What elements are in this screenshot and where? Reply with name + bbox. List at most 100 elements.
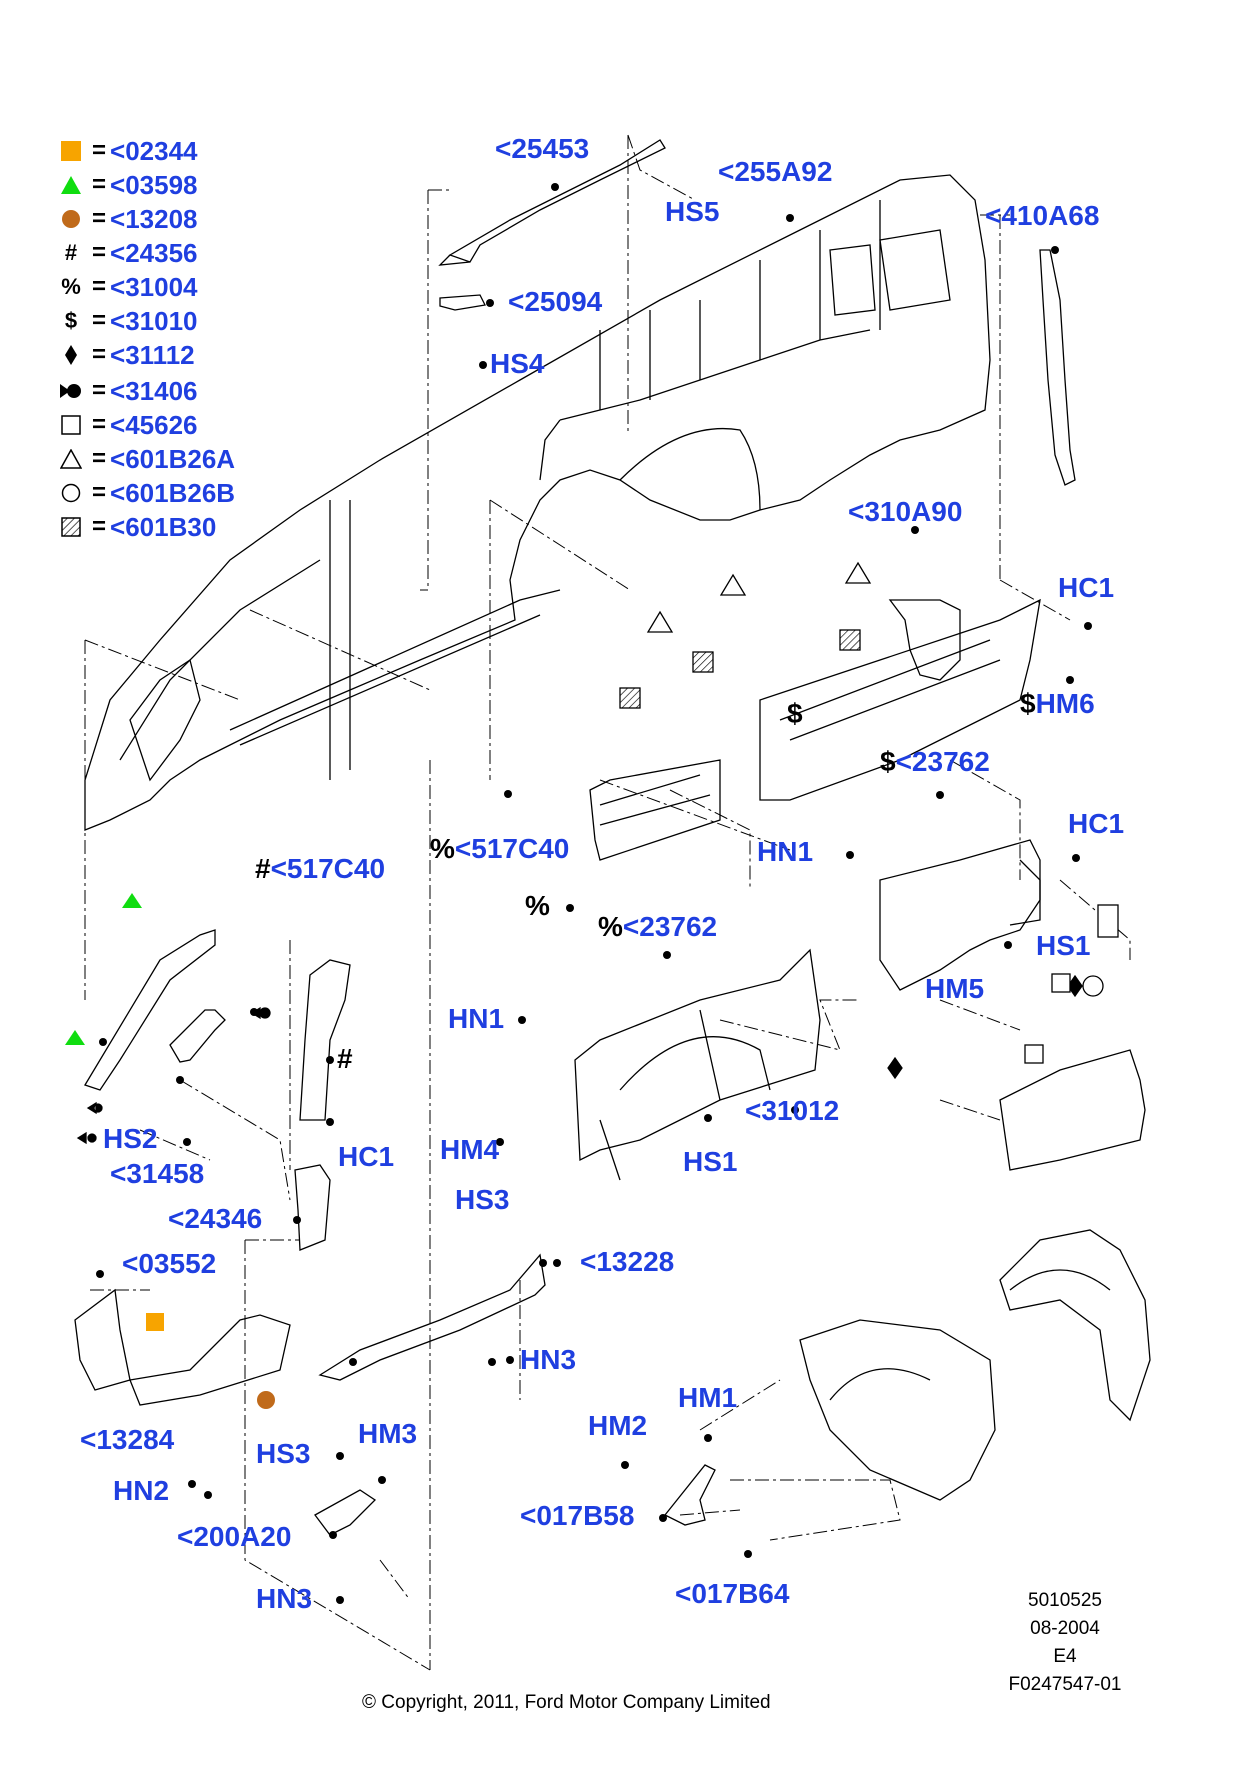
callout-hc1-b[interactable]: HC1 [1068,808,1125,839]
grab-handle [169,1009,226,1063]
legend-row: $ = <31010 [60,306,198,336]
callout-23762-b[interactable]: %<23762 [598,911,718,942]
legend-code: <24356 [110,237,198,268]
legend-code: <45626 [110,409,198,440]
callout-hm2[interactable]: HM2 [588,1410,648,1441]
bracket-25094 [439,294,486,311]
callout-255A92[interactable]: <255A92 [718,156,833,187]
legend-code: <601B30 [110,511,217,542]
legend-row: = <601B30 [60,512,216,542]
callout-13228[interactable]: <13228 [580,1246,675,1277]
callout-03552[interactable]: <03552 [122,1248,217,1279]
step-sill-trim [589,759,721,861]
legend-row: = <31112 [60,340,195,370]
callout-hm3[interactable]: HM3 [358,1418,418,1449]
legend-code: <601B26A [110,443,236,474]
callout-13284[interactable]: <13284 [80,1424,175,1455]
legend-row: = <13208 [60,204,198,234]
stamp-drawing-id: F0247547-01 [1008,1674,1122,1695]
callout-hn2[interactable]: HN2 [113,1475,170,1506]
callout-017B58[interactable]: <017B58 [520,1500,635,1531]
leader-lines [84,134,1131,1671]
open-square-icon [60,414,82,436]
hash-symbol: # [64,240,78,265]
callout-517C40-left[interactable]: #<517C40 [255,853,386,884]
callout-31012[interactable]: <31012 [745,1095,840,1126]
roof-rail-trim [438,139,666,266]
bow-tie-dot-icon [60,380,82,402]
legend-row: = <601B26A [60,444,235,474]
legend-row: = <31406 [60,376,198,406]
callout-410A68[interactable]: <410A68 [985,200,1100,231]
sill-plate-13228 [318,1253,546,1381]
callout-hm5[interactable]: HM5 [925,973,985,1004]
callout-hn3-a[interactable]: HN3 [520,1344,577,1375]
legend-code: <601B26B [110,477,236,508]
bracket-200A20 [314,1489,377,1536]
step-cover-front [129,1314,291,1406]
wheelhouse-inner [799,1229,1151,1501]
callout-24346[interactable]: <24346 [168,1203,263,1234]
stamp-number: 5010525 [1028,1590,1102,1611]
legend-code: <03598 [110,169,198,200]
dollar-mark: $ [787,698,803,729]
green-triangle-icon [60,174,82,196]
fastener-dots [96,183,1092,1604]
rear-trim-panel-lower [999,1049,1146,1171]
legend-code: <13208 [110,203,198,234]
open-circle-icon [60,482,82,504]
b-pillar-lower-24346 [294,1164,331,1251]
legend-row: = <03598 [60,170,198,200]
hatched-square-icon [60,516,82,538]
callout-31458[interactable]: <31458 [110,1158,205,1189]
callout-hm4[interactable]: HM4 [440,1134,500,1165]
open-triangle-icon [60,448,82,470]
b-pillar-trim [299,959,351,1121]
legend-code: <02344 [110,135,198,166]
callout-hm6[interactable]: $HM6 [1020,688,1095,719]
callout-hn1-a[interactable]: HN1 [757,836,814,867]
stamp-revision: E4 [1053,1646,1077,1667]
callout-hs3-a[interactable]: HS3 [455,1184,510,1215]
copyright-text: © Copyright, 2011, Ford Motor Company Li… [362,1692,771,1713]
door-seal-410A68 [1039,249,1076,486]
callout-017B64[interactable]: <017B64 [675,1578,790,1609]
callout-25453[interactable]: <25453 [495,133,590,164]
legend-row: = <02344 [60,136,198,166]
callout-517C40-right[interactable]: %<517C40 [430,833,570,864]
rear-quarter-trim [879,839,1041,991]
dollar-symbol: $ [64,308,78,333]
callout-hs1-a[interactable]: HS1 [1036,930,1091,961]
legend-code: <31010 [110,305,198,336]
scuff-plate-left [74,1288,131,1391]
brown-circle-icon [60,208,82,230]
callout-hs2[interactable]: HS2 [103,1123,158,1154]
callout-hs5[interactable]: HS5 [665,196,720,227]
callout-hn3-b[interactable]: HN3 [256,1583,313,1614]
callout-25094[interactable]: <25094 [508,286,603,317]
legend-code: <31406 [110,375,198,406]
percent-mark: % [525,890,550,921]
callout-200A20[interactable]: <200A20 [177,1521,292,1552]
callout-23762[interactable]: $<23762 [880,746,990,777]
legend-code: <31112 [110,339,195,370]
callout-hn1-b[interactable]: HN1 [448,1003,505,1034]
diagram-symbols [65,561,1119,1409]
wheel-arch-trim-31012 [574,948,821,1181]
callout-hc1-a[interactable]: HC1 [1058,572,1115,603]
legend-row: # = <24356 [60,238,198,268]
stamp-date: 08-2004 [1030,1618,1100,1639]
percent-symbol: % [61,274,81,299]
callout-310A90[interactable]: <310A90 [848,496,963,527]
hash-mark: # [337,1043,353,1074]
callout-hs1-b[interactable]: HS1 [683,1146,738,1177]
callout-hs3-b[interactable]: HS3 [256,1438,311,1469]
orange-square-icon [60,140,82,162]
legend-row: = <601B26B [60,478,235,508]
callout-hm1[interactable]: HM1 [678,1382,738,1413]
callout-hc1-c[interactable]: HC1 [338,1141,395,1172]
bracket-017B58 [663,1464,716,1526]
callout-hs4[interactable]: HS4 [490,348,545,379]
legend-code: <31004 [110,271,198,302]
